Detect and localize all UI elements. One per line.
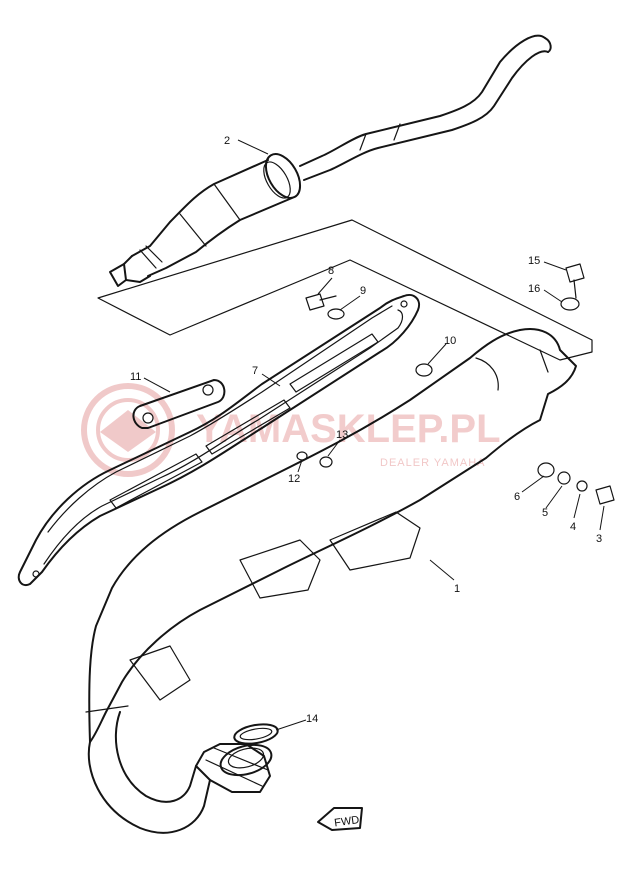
fwd-label: FWD: [334, 814, 361, 829]
watermark-brand: YAMASKLEP.PL: [196, 407, 501, 451]
callout-11: 11: [130, 371, 141, 383]
callout-13: 13: [336, 429, 348, 441]
callout-5: 5: [542, 507, 548, 519]
tail-pipe: [109, 34, 552, 287]
callout-3: 3: [596, 533, 602, 545]
callout-6: 6: [514, 491, 520, 503]
watermark: YAMASKLEP.PL DEALER YAMAHA: [81, 383, 501, 477]
callout-12: 12: [288, 473, 300, 485]
callout-14: 14: [306, 713, 318, 725]
fwd-marker: FWD: [317, 807, 363, 831]
watermark-tagline: DEALER YAMAHA: [380, 457, 486, 469]
gasket-ring: [233, 723, 279, 745]
callout-1: 1: [454, 583, 460, 595]
leader-lines: [143, 139, 605, 731]
heat-guard: [17, 294, 420, 586]
callouts: 2 1 3 4 5 6 7 8 9 10 11 12 13 14 15 16: [130, 135, 602, 725]
callout-9: 9: [360, 285, 366, 297]
bracket: [132, 379, 226, 429]
callout-10: 10: [444, 335, 456, 347]
expansion-chamber: [85, 328, 577, 834]
callout-7: 7: [252, 365, 258, 377]
watermark-logo: [81, 383, 175, 477]
callout-8: 8: [328, 265, 334, 277]
callout-4: 4: [570, 521, 576, 533]
callout-15: 15: [528, 255, 540, 267]
callout-2: 2: [224, 135, 230, 147]
callout-16: 16: [528, 283, 540, 295]
reference-plane: [97, 219, 593, 361]
